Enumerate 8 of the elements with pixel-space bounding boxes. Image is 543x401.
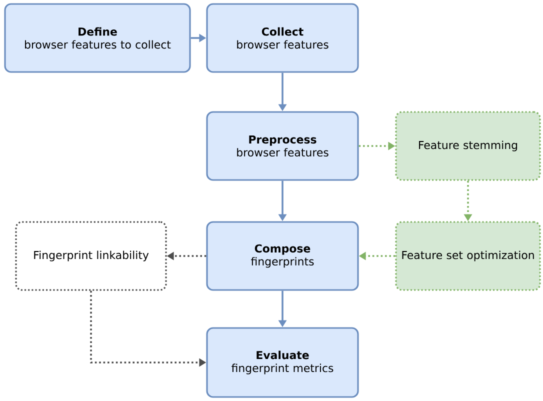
optional-process-box: Feature set optimization [395,221,541,291]
outcome-box: Fingerprint linkability [15,221,167,291]
optional-process-box: Feature stemming [395,111,541,181]
process-box: Compose fingerprints [206,221,359,291]
process-box: Evaluate fingerprint metrics [206,327,359,398]
process-box: Preprocess browser features [206,111,359,181]
process-box: Collect browser features [206,3,359,73]
process-box: Define browser features to collect [4,3,191,73]
